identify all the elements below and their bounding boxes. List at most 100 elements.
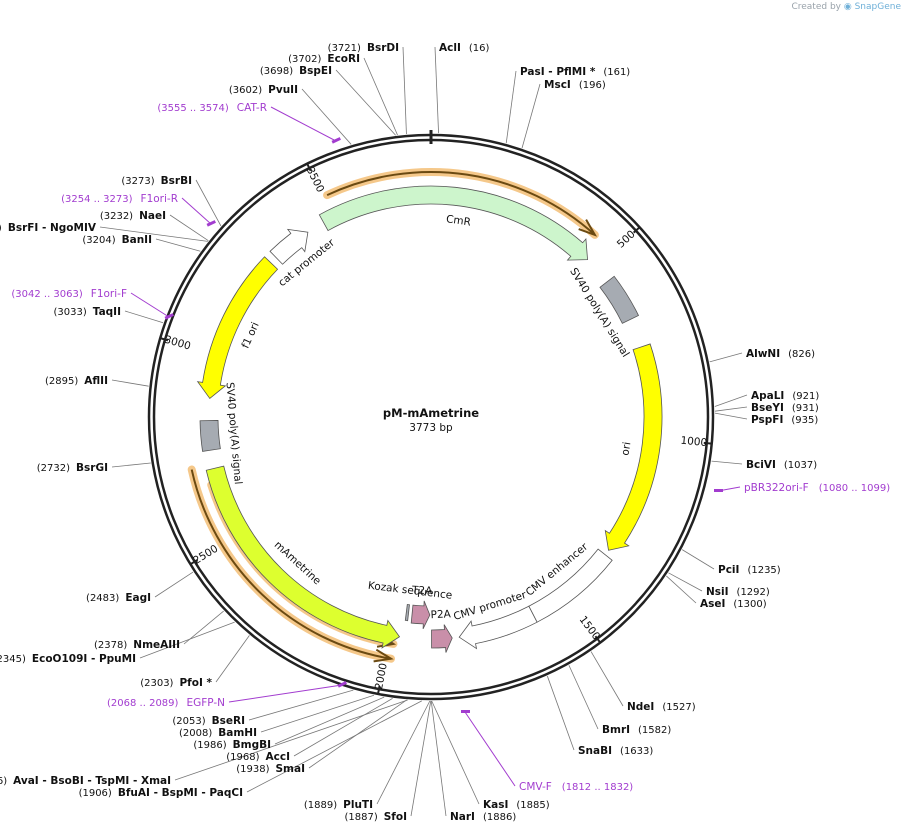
feature-t2a[interactable] (410, 600, 431, 630)
feature-p2a[interactable] (431, 624, 453, 653)
site-banii[interactable]: (3204)BanII (82, 234, 152, 246)
site-line (666, 575, 697, 604)
primer-range: (3254 .. 3273) (61, 194, 133, 205)
feature-cmr[interactable] (318, 185, 588, 261)
tick-label: 2500 (191, 543, 220, 567)
site-apali[interactable]: ApaLI(921) (751, 390, 819, 402)
site-bseyi[interactable]: BseYI(931) (751, 402, 819, 414)
site-alwni[interactable]: AlwNI(826) (746, 348, 815, 360)
site-line (376, 700, 431, 805)
site-bsrgi[interactable]: (2732)BsrGI (37, 462, 108, 474)
primer-range: (1812 .. 1832) (562, 782, 634, 793)
site-line (709, 352, 743, 363)
feature-sv40-poly-a-signal[interactable] (599, 275, 640, 324)
site-pvuii[interactable]: (3602)PvuII (229, 84, 298, 96)
site-name: BsrFI - NgoMIV (8, 222, 97, 234)
site-sfoi[interactable]: (1887)SfoI (344, 811, 407, 823)
site-taqii[interactable]: (3033)TaqII (54, 306, 122, 318)
primers: (3555 .. 3574)CAT-R (3254 .. 3273)F1ori-R… (11, 102, 890, 793)
site-aflii[interactable]: (2895)AflII (45, 375, 108, 387)
site-name: NarI (450, 811, 475, 823)
feature-sv40-poly-a-signal[interactable] (199, 420, 221, 452)
site-name: NdeI (627, 701, 654, 713)
site-bamhi[interactable]: (2008)BamHI (179, 727, 257, 739)
feature-label-sv40-poly-a-signal: SV40 poly(A) signal (223, 382, 243, 485)
site-snabi[interactable]: SnaBI(1633) (578, 745, 653, 757)
site-nari[interactable]: NarI(1886) (450, 811, 516, 823)
site-ecori[interactable]: (3702)EcoRI (288, 53, 360, 65)
plasmid-name: pM-mAmetrine (383, 406, 479, 420)
site-position: (2378) (94, 640, 127, 651)
site-bsrdi[interactable]: (3721)BsrDI (328, 42, 399, 54)
feature-mametrine[interactable] (205, 465, 401, 649)
site-pasi[interactable]: PasI - PflMI *(161) (520, 66, 630, 78)
site-name: SnaBI (578, 745, 612, 757)
primer-cat-r[interactable]: (3555 .. 3574)CAT-R (157, 102, 267, 114)
primer-cmv-f[interactable]: CMV-F(1812 .. 1832) (519, 781, 633, 793)
site-name: BmgBI (233, 739, 271, 751)
site-position: (16) (469, 43, 490, 54)
site-bsrbi[interactable]: (3273)BsrBI (121, 175, 192, 187)
primer-f1ori-f[interactable]: (3042 .. 3063)F1ori-F (11, 288, 127, 300)
primer-mark (714, 489, 723, 492)
site-ecoo109i[interactable]: (2345)EcoO109I - PpuMI (0, 653, 136, 665)
site-pcii[interactable]: PciI(1235) (718, 564, 781, 576)
site-line (274, 696, 385, 745)
site-msci[interactable]: MscI(196) (544, 79, 606, 91)
site-kasi[interactable]: KasI(1885) (483, 799, 550, 811)
site-bsrfi[interactable]: (3230)BsrFI - NgoMIV (0, 222, 97, 234)
site-smai[interactable]: (1938)SmaI (236, 763, 305, 775)
site-avai[interactable]: (1936)AvaI - BsoBI - TspMI - XmaI (0, 775, 171, 787)
feature-label-f1-ori: f1 ori (240, 320, 262, 350)
site-name: BsrDI (367, 42, 399, 54)
site-name: AclI (439, 42, 461, 54)
primer-line (130, 292, 170, 318)
feature-kozak-sequence[interactable] (404, 604, 410, 622)
site-acci[interactable]: (1968)AccI (226, 751, 290, 763)
site-naei[interactable]: (3232)NaeI (100, 210, 166, 222)
site-nmeaiii[interactable]: (2378)NmeAIII (94, 639, 180, 651)
site-bmgbi[interactable]: (1986)BmgBI (193, 739, 271, 751)
feature-label-kozak-sequence: Kozak sequence (367, 580, 453, 602)
site-line (590, 651, 624, 707)
site-asei[interactable]: AseI(1300) (700, 598, 767, 610)
feature-label-p2a: P2A (430, 608, 452, 621)
primer-mark (331, 137, 341, 144)
site-name: BanII (122, 234, 152, 246)
primer-range: (1080 .. 1099) (819, 483, 891, 494)
site-bfuai[interactable]: (1906)BfuAI - BspMI - PaqCI (79, 787, 243, 799)
site-bcivi[interactable]: BciVI(1037) (746, 459, 817, 471)
primer-f1ori-r[interactable]: (3254 .. 3273)F1ori-R (61, 193, 178, 205)
primer-pbr322ori-f[interactable]: pBR322ori-F(1080 .. 1099) (744, 482, 890, 494)
site-bmri[interactable]: BmrI(1582) (602, 724, 671, 736)
primer-line (228, 684, 343, 703)
site-line (546, 675, 575, 751)
site-bseri[interactable]: (2053)BseRI (172, 715, 245, 727)
site-acli[interactable]: AclI (16) (439, 42, 489, 54)
feature-label-cmr: CmR (445, 213, 471, 228)
site-name: BspEI (299, 65, 332, 77)
primer-egfp-n[interactable]: (2068 .. 2089)EGFP-N (107, 697, 225, 709)
site-pspfi[interactable]: PspFI(935) (751, 414, 818, 426)
site-bspei[interactable]: (3698)BspEI (260, 65, 332, 77)
site-position: (1885) (516, 800, 549, 811)
feature-f1-ori[interactable] (196, 256, 279, 400)
feature-cat-promoter[interactable] (269, 228, 309, 265)
site-name: PluTI (343, 799, 373, 811)
tick-mark (159, 337, 169, 342)
feature-cmv-promoter[interactable] (458, 605, 538, 650)
feature-ori[interactable] (604, 343, 663, 551)
site-eagi[interactable]: (2483)EagI (86, 592, 151, 604)
tick-mark (306, 163, 312, 172)
site-ndei[interactable]: NdeI(1527) (627, 701, 696, 713)
site-pluti[interactable]: (1889)PluTI (304, 799, 373, 811)
site-position: (196) (579, 80, 606, 91)
highlight-arc-head (578, 219, 598, 237)
site-position: (1938) (236, 764, 269, 775)
site-pfoi[interactable]: (2303)PfoI * (140, 677, 212, 689)
credit-brand: SnapGene (854, 2, 901, 12)
restriction-sites: AclI (16) PasI - PflMI *(161)MscI(196) AlwN… (0, 42, 819, 823)
tick-label: 2000 (373, 662, 390, 691)
site-position: (3273) (121, 176, 154, 187)
site-nsii[interactable]: NsiI(1292) (706, 586, 770, 598)
